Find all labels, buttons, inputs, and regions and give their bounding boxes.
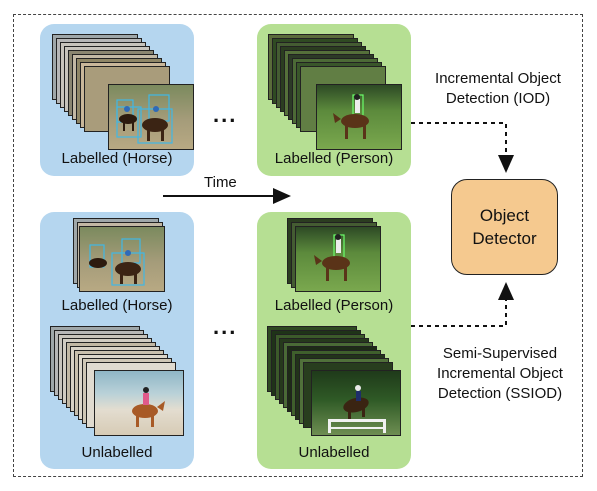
ssiod-caption-line-2: Incremental Object	[437, 365, 563, 382]
ellipsis-bottom: ...	[213, 314, 238, 339]
outer-dashed-frame	[13, 14, 583, 477]
ssiod-caption: Semi-Supervised Incremental Object Detec…	[420, 344, 580, 404]
jumping-rider-photo	[311, 370, 401, 436]
person-rider-photo	[316, 84, 402, 150]
label-bottom-left-2: Unlabelled	[81, 444, 153, 461]
label-bottom-right-2: Unlabelled	[298, 444, 370, 461]
ssiod-caption-line-3: Detection (SSIOD)	[437, 385, 563, 402]
horse-riders-photo	[108, 84, 194, 150]
ssiod-dashed-arrow	[411, 282, 514, 327]
label-bottom-left-1: Labelled (Horse)	[61, 297, 173, 314]
iod-caption-line-1: Incremental Object	[435, 70, 561, 87]
object-detector-box: Object Detector	[451, 179, 558, 275]
iod-dashed-arrow	[411, 122, 514, 173]
iod-caption-line-2: Detection (IOD)	[445, 90, 551, 107]
ellipsis-top: ...	[213, 102, 238, 127]
object-detector-label: Object Detector	[472, 206, 537, 248]
time-label: Time	[204, 174, 237, 191]
label-bottom-right-1: Labelled (Person)	[274, 297, 394, 314]
label-top-left: Labelled (Horse)	[61, 150, 173, 167]
iod-caption: Incremental Object Detection (IOD)	[418, 69, 578, 109]
label-top-right: Labelled (Person)	[274, 150, 394, 167]
ssiod-caption-line-1: Semi-Supervised	[442, 345, 558, 362]
beach-rider-photo	[94, 370, 184, 436]
person-rider-photo-small	[295, 226, 381, 292]
horse-riders-photo-small	[79, 226, 165, 292]
